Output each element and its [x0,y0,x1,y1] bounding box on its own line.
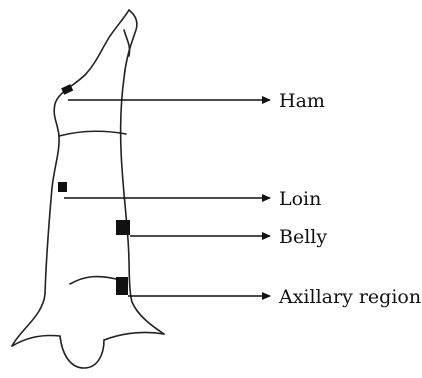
ham-label: Ham [279,92,325,111]
loin-label: Loin [279,190,321,209]
loin-marker [58,182,67,192]
belly-marker [116,220,130,235]
carcass-outline [12,10,164,368]
axillary-region-label: Axillary region [279,288,421,307]
axillary-marker [116,277,128,295]
belly-label: Belly [279,228,327,247]
